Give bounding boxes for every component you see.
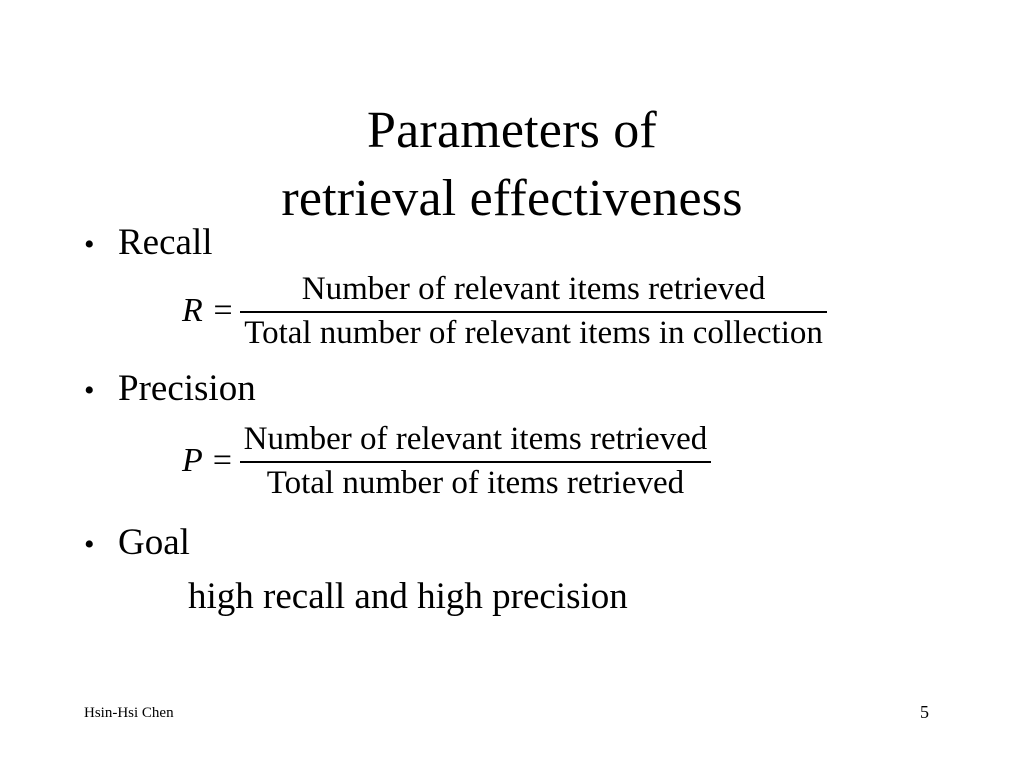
- footer-page-number: 5: [920, 702, 929, 722]
- formula-variable-p: P =: [182, 442, 234, 480]
- fraction-recall: Number of relevant items retrieved Total…: [240, 271, 827, 352]
- fraction-precision: Number of relevant items retrieved Total…: [239, 420, 712, 502]
- goal-detail-text: high recall and high precision: [188, 576, 628, 618]
- fraction-numerator-precision: Number of relevant items retrieved: [243, 420, 708, 457]
- page-title: Parameters of retrieval effectiveness: [0, 97, 1024, 234]
- formula-recall: R = Number of relevant items retrieved T…: [0, 271, 1024, 352]
- title-line-2: retrieval effectiveness: [281, 170, 743, 228]
- fraction-bar-icon: [240, 310, 827, 313]
- fraction-bar-icon: [239, 460, 712, 463]
- title-line-1: Parameters of: [367, 101, 657, 159]
- bullet-dot-icon: •: [84, 527, 95, 561]
- slide-body: • Recall R = Number of relevant items re…: [0, 222, 1024, 618]
- fraction-denominator-precision: Total number of items retrieved: [266, 464, 685, 501]
- formula-precision: P = Number of relevant items retrieved T…: [0, 421, 1024, 502]
- bullet-label-goal: Goal: [118, 521, 190, 563]
- formula-variable-r: R =: [182, 292, 235, 330]
- fraction-numerator-recall: Number of relevant items retrieved: [301, 270, 766, 307]
- bullet-item-recall: • Recall: [0, 222, 1024, 263]
- bullet-item-precision: • Precision: [0, 367, 1024, 409]
- bullet-dot-icon: •: [84, 228, 95, 261]
- bullet-item-goal: • Goal: [0, 521, 1024, 563]
- bullet-dot-icon: •: [84, 373, 95, 407]
- footer-author: Hsin-Hsi Chen: [84, 705, 174, 721]
- bullet-label-recall: Recall: [118, 222, 213, 263]
- bullet-label-precision: Precision: [118, 367, 256, 409]
- fraction-denominator-recall: Total number of relevant items in collec…: [244, 314, 823, 351]
